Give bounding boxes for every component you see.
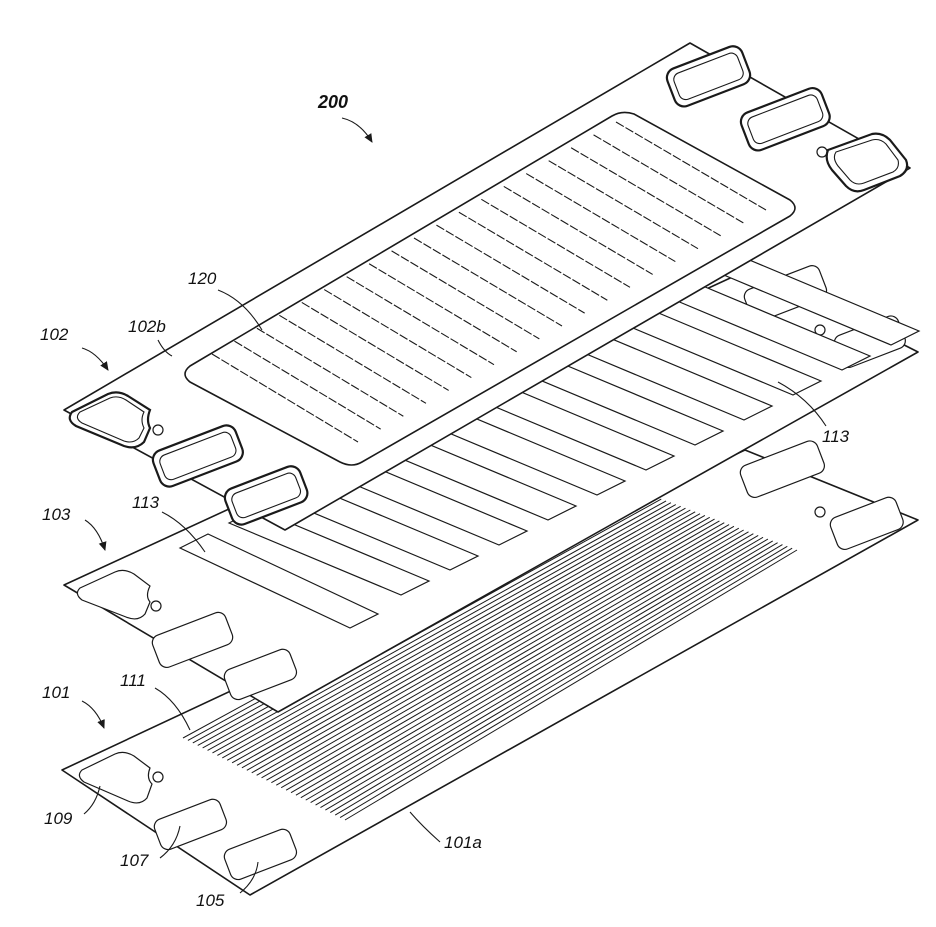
arrow-101	[82, 701, 104, 728]
label-101a: 101a	[444, 833, 482, 852]
port-hole-icon	[153, 425, 163, 435]
label-113-right: 113	[822, 427, 850, 446]
arrow-103	[85, 520, 105, 550]
arrow-102	[82, 348, 108, 370]
port-hole-icon	[153, 772, 163, 782]
label-120: 120	[188, 269, 217, 288]
port-hole-right-icon	[815, 507, 825, 517]
label-105: 105	[196, 891, 225, 910]
port-hole-icon	[151, 601, 161, 611]
label-102: 102	[40, 325, 69, 344]
label-101: 101	[42, 683, 70, 702]
label-107: 107	[120, 851, 149, 870]
label-102b: 102b	[128, 317, 166, 336]
label-103: 103	[42, 505, 71, 524]
port-hole-right-icon	[817, 147, 827, 157]
label-111: 111	[120, 671, 146, 690]
label-109: 109	[44, 809, 73, 828]
label-200: 200	[317, 92, 348, 112]
leader-101a	[410, 812, 440, 842]
label-113-left: 113	[132, 493, 160, 512]
arrow-200	[342, 118, 372, 142]
